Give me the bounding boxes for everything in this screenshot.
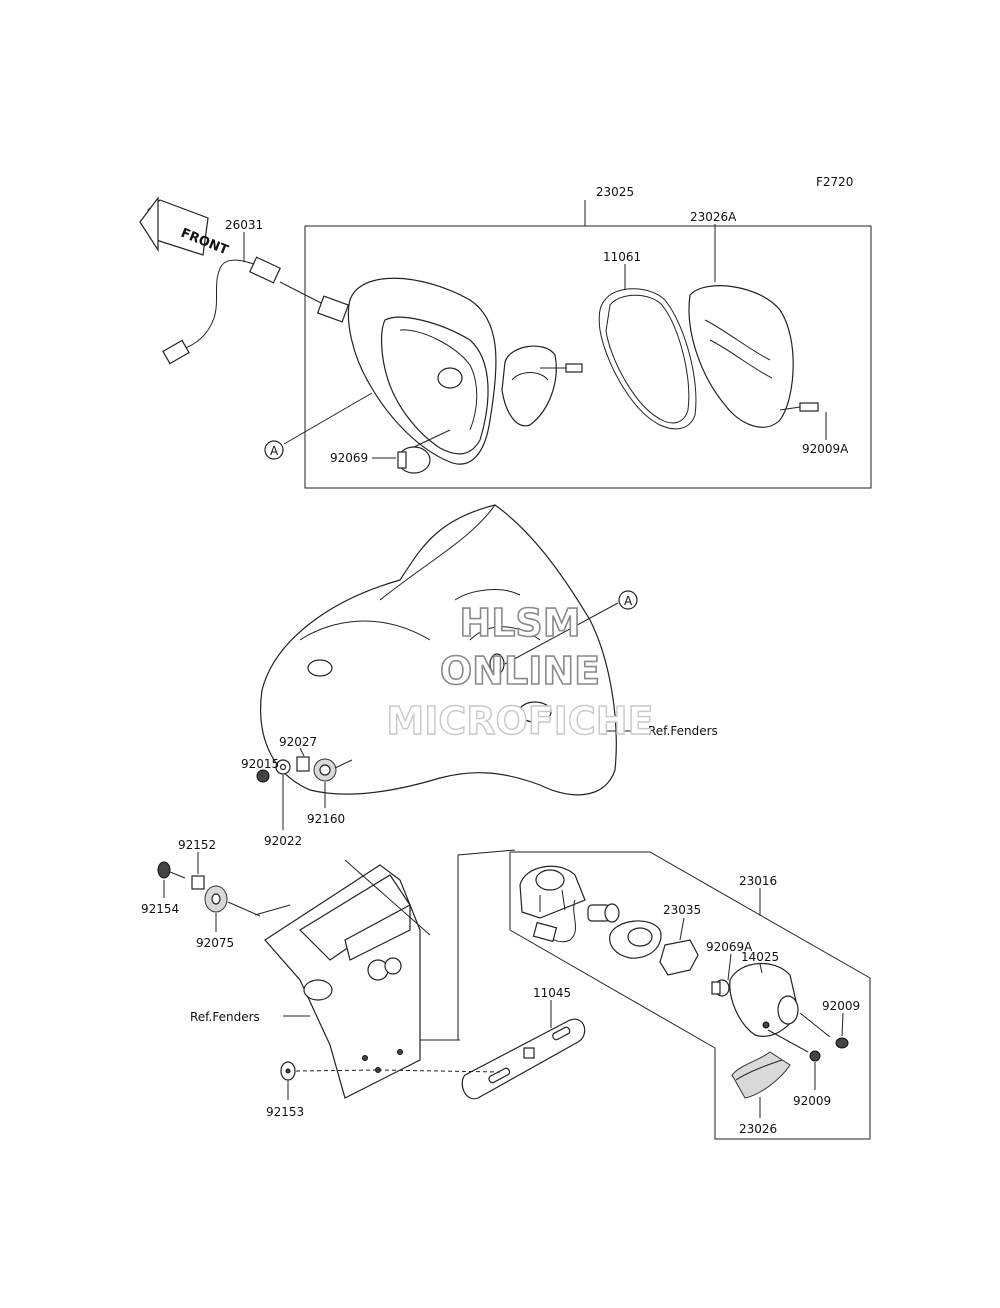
assembly-link-line [457, 849, 516, 1040]
part-label-92009-lower[interactable]: 92009 [793, 1094, 831, 1108]
part-label-11061[interactable]: 11061 [603, 250, 641, 264]
assembly-box-23025 [304, 225, 872, 489]
front-arrow-icon: FRONT [139, 196, 230, 258]
ref-fenders-label-1: Ref.Fenders [648, 724, 718, 738]
leader-14025 [759, 963, 763, 974]
part-label-92154[interactable]: 92154 [141, 902, 179, 916]
callout-a-mid [618, 590, 638, 610]
part-label-92009A[interactable]: 92009A [802, 442, 849, 456]
plug-92153 [280, 1061, 379, 1081]
part-label-92022[interactable]: 92022 [264, 834, 302, 848]
mount-hardware [157, 861, 261, 917]
figure-code: F2720 [816, 175, 853, 189]
part-label-23026[interactable]: 23026 [739, 1122, 777, 1136]
part-label-92075[interactable]: 92075 [196, 936, 234, 950]
license-bracket [254, 859, 431, 1099]
bulb-92069 [397, 429, 451, 474]
screw-92009-upper [799, 1012, 849, 1049]
watermark-line2: ONLINE [440, 649, 600, 693]
part-label-23026A[interactable]: 23026A [690, 210, 737, 224]
screw-92009-lower [767, 1029, 821, 1062]
part-label-92152[interactable]: 92152 [178, 838, 216, 852]
watermark-line3: MICROFICHE [386, 699, 653, 743]
rear-fender [260, 504, 617, 796]
part-label-23025[interactable]: 23025 [596, 185, 634, 199]
lens-23026 [731, 1051, 791, 1099]
license-light-socket [519, 865, 662, 959]
leader-92069A [727, 953, 732, 981]
plate-bracket-11045 [377, 1018, 586, 1100]
clip-23035 [659, 939, 699, 976]
part-label-92160[interactable]: 92160 [307, 812, 345, 826]
part-label-92069[interactable]: 92069 [330, 451, 368, 465]
bulb-92069A [711, 979, 730, 997]
tail-light-housing [347, 277, 497, 465]
socket-part [501, 345, 583, 427]
leader-callout-a-top [283, 392, 373, 445]
assembly-box-23016 [509, 851, 871, 1140]
leader-92009-upper [841, 1012, 844, 1037]
part-label-92009-upper[interactable]: 92009 [822, 999, 860, 1013]
part-label-11045[interactable]: 11045 [533, 986, 571, 1000]
part-label-92153[interactable]: 92153 [266, 1105, 304, 1119]
wire-harness-26031 [162, 256, 350, 365]
grommet-group [256, 756, 353, 783]
callout-a-top [264, 440, 284, 460]
callout-a-top-label: A [270, 444, 279, 458]
ref-fenders-label-2: Ref.Fenders [190, 1010, 260, 1024]
part-label-23016[interactable]: 23016 [739, 874, 777, 888]
part-label-92015[interactable]: 92015 [241, 757, 279, 771]
leader-callout-a-mid [504, 602, 619, 665]
lens-23026A [688, 285, 794, 428]
screw-92009A [779, 402, 819, 412]
part-label-23035[interactable]: 23035 [663, 903, 701, 917]
watermark-line1: HLSM [459, 601, 580, 645]
leader-23035 [679, 917, 685, 941]
part-label-92069A[interactable]: 92069A [706, 940, 753, 954]
callout-a-mid-label: A [624, 594, 633, 608]
part-label-92027[interactable]: 92027 [279, 735, 317, 749]
cover-14025 [729, 962, 799, 1037]
part-label-26031[interactable]: 26031 [225, 218, 263, 232]
leader-92027 [299, 747, 305, 757]
part-label-14025[interactable]: 14025 [741, 950, 779, 964]
gasket-11061 [598, 288, 697, 430]
